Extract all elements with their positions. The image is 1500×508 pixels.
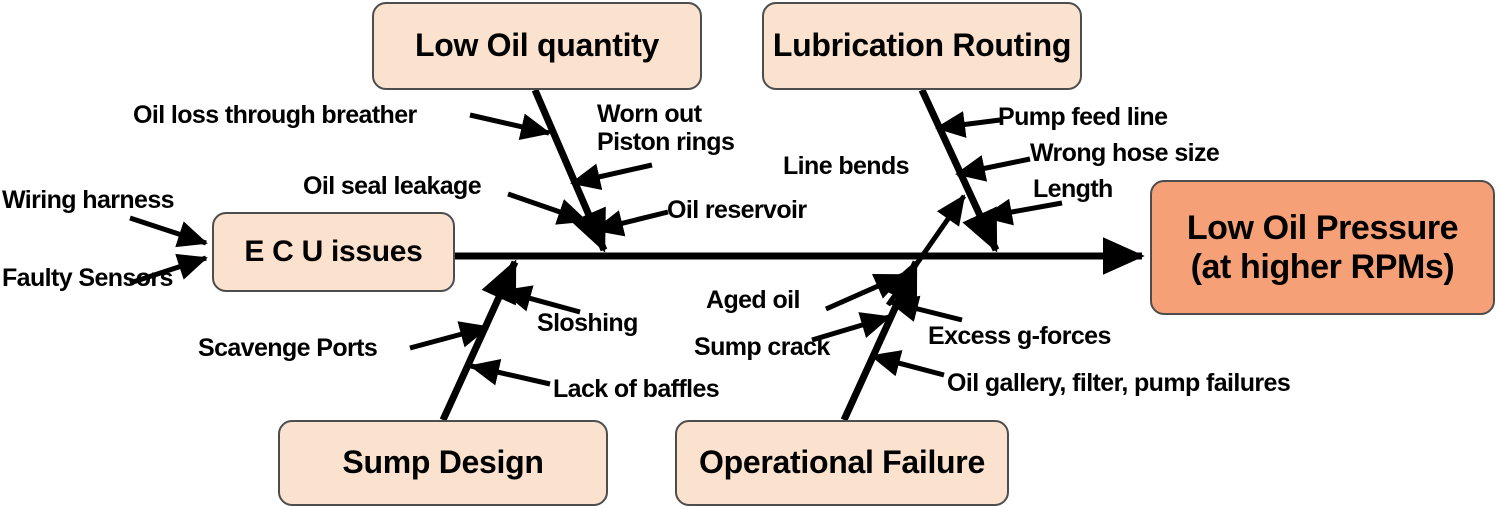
text-piston-rings: Piston rings — [597, 128, 735, 156]
bone-sump-design — [439, 259, 519, 422]
text-wrong-hose-size: Wrong hose size — [1030, 139, 1220, 167]
category-label-lubrication-routing: Lubrication Routing — [772, 27, 1072, 64]
cause-label-lack-of-baffles: Lack of baffles — [553, 375, 720, 403]
cause-label-line-bends: Line bends — [783, 152, 910, 180]
category-box-operational-failure[interactable]: Operational Failure — [675, 420, 1009, 506]
cause-label-faulty-sensors: Faulty Sensors — [2, 264, 173, 292]
cause-label-pump-feed-line: Pump feed line — [998, 103, 1168, 131]
arrow-aged-oil — [824, 272, 905, 312]
category-box-sump-design[interactable]: Sump Design — [278, 420, 608, 506]
arrow-length — [982, 198, 1063, 226]
cause-label-sloshing: Sloshing — [537, 309, 638, 337]
cause-label-oil-reservoir: Oil reservoir — [667, 196, 807, 224]
category-label-operational-failure: Operational Failure — [699, 444, 985, 481]
cause-label-worn-out-piston-rings: Worn out Piston rings — [597, 100, 797, 156]
text-wiring-harness: Wiring harness — [2, 186, 175, 214]
arrow-faulty-sensors — [129, 253, 208, 286]
cause-label-aged-oil: Aged oil — [706, 286, 800, 314]
cause-label-oil-loss-through-breather: Oil loss through breather — [133, 101, 417, 129]
arrow-scavenge-ports — [409, 321, 490, 351]
text-oil-gallery-filter-pump-failures: Oil gallery, filter, pump failures — [947, 369, 1291, 397]
category-label-low-oil-quantity: Low Oil quantity — [414, 27, 660, 64]
arrow-lack-of-baffles — [469, 359, 551, 387]
text-oil-loss-through-breather: Oil loss through breather — [133, 101, 417, 129]
arrow-sloshing — [501, 285, 581, 315]
text-worn-out: Worn out — [597, 100, 702, 128]
text-excess-g-forces: Excess g-forces — [928, 322, 1111, 350]
arrow-oil-reservoir — [593, 209, 669, 237]
effect-label-line1: Low Oil Pressure — [1186, 209, 1459, 248]
arrow-wiring-harness — [129, 215, 208, 248]
text-length: Length — [1033, 175, 1113, 203]
bone-low-oil-quantity — [531, 88, 608, 253]
arrow-excess-g-forces — [888, 295, 963, 323]
effect-box-low-oil-pressure[interactable]: Low Oil Pressure (at higher RPMs) — [1150, 180, 1495, 315]
arrow-pump-feed-line — [935, 111, 1001, 138]
arrow-sump-crack — [811, 312, 891, 343]
effect-label-line2: (at higher RPMs) — [1190, 247, 1455, 286]
head-box-label: E C U issues — [244, 235, 423, 269]
arrow-oil-loss-through-breather — [469, 112, 551, 140]
text-scavenge-ports: Scavenge Ports — [198, 334, 378, 362]
cause-label-oil-seal-leakage: Oil seal leakage — [303, 172, 482, 200]
text-sloshing: Sloshing — [537, 309, 638, 337]
text-oil-seal-leakage: Oil seal leakage — [303, 172, 482, 200]
cause-label-sump-crack: Sump crack — [694, 333, 830, 361]
text-oil-reservoir: Oil reservoir — [667, 196, 807, 224]
cause-label-scavenge-ports: Scavenge Ports — [198, 334, 378, 362]
arrow-line-bends — [885, 194, 967, 307]
category-label-sump-design: Sump Design — [342, 444, 544, 481]
cause-label-excess-g-forces: Excess g-forces — [928, 322, 1111, 350]
arrow-oil-gallery-filter-pump-failures — [870, 350, 945, 378]
head-box-ecu-issues[interactable]: E C U issues — [212, 212, 455, 292]
category-box-lubrication-routing[interactable]: Lubrication Routing — [762, 2, 1082, 90]
text-lack-of-baffles: Lack of baffles — [553, 375, 720, 403]
text-line-bends: Line bends — [783, 152, 910, 180]
cause-label-length: Length — [1033, 175, 1113, 203]
arrow-oil-seal-leakage — [507, 191, 588, 225]
cause-label-wiring-harness: Wiring harness — [2, 186, 175, 214]
arrow-worn-out-piston-rings — [570, 162, 653, 191]
category-box-low-oil-quantity[interactable]: Low Oil quantity — [372, 2, 702, 90]
arrow-wrong-hose-size — [955, 155, 1031, 182]
text-aged-oil: Aged oil — [706, 286, 800, 314]
text-sump-crack: Sump crack — [694, 333, 830, 361]
cause-label-wrong-hose-size: Wrong hose size — [1030, 139, 1220, 167]
cause-label-oil-gallery-filter-pump-failures: Oil gallery, filter, pump failures — [947, 369, 1291, 397]
text-pump-feed-line: Pump feed line — [998, 103, 1168, 131]
text-faulty-sensors: Faulty Sensors — [2, 264, 173, 292]
